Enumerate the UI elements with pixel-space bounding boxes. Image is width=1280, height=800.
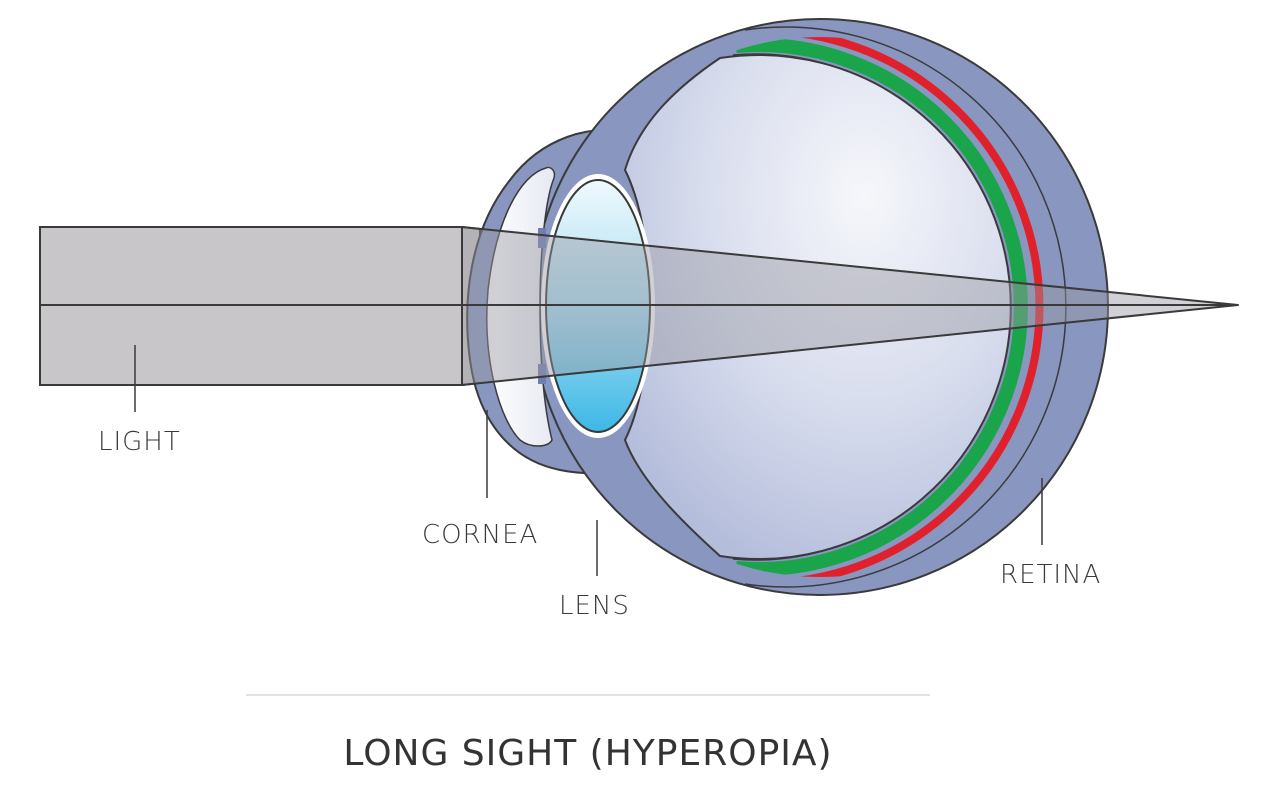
iris-top [538,228,546,248]
retina-red-layer [739,37,1044,577]
light-label: LIGHT [98,427,181,457]
iris-bottom [538,364,546,384]
retina-label: RETINA [1000,560,1101,590]
retina-green-layer [735,38,1028,576]
diagram-title: LONG SIGHT (HYPEROPIA) [343,733,832,774]
cornea-label: CORNEA [422,520,538,550]
lens-label: LENS [559,591,630,621]
